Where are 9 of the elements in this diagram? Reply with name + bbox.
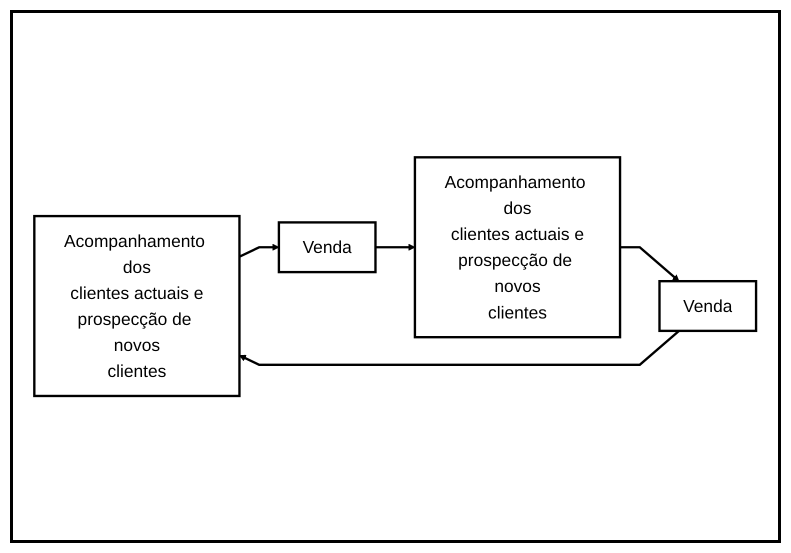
node-box [658,280,758,332]
node-box [414,156,622,338]
arrow [376,244,416,251]
arrow [239,244,280,258]
node-box [33,214,241,398]
arrow [620,246,680,282]
node-box [278,221,377,274]
arrow [239,330,680,366]
frame-border: Acompanhamento dos clientes actuais e prospecção de novos clientes Venda Acompanhamento dos clientes actuais e prospecção de novos clientes Venda [10,10,781,543]
